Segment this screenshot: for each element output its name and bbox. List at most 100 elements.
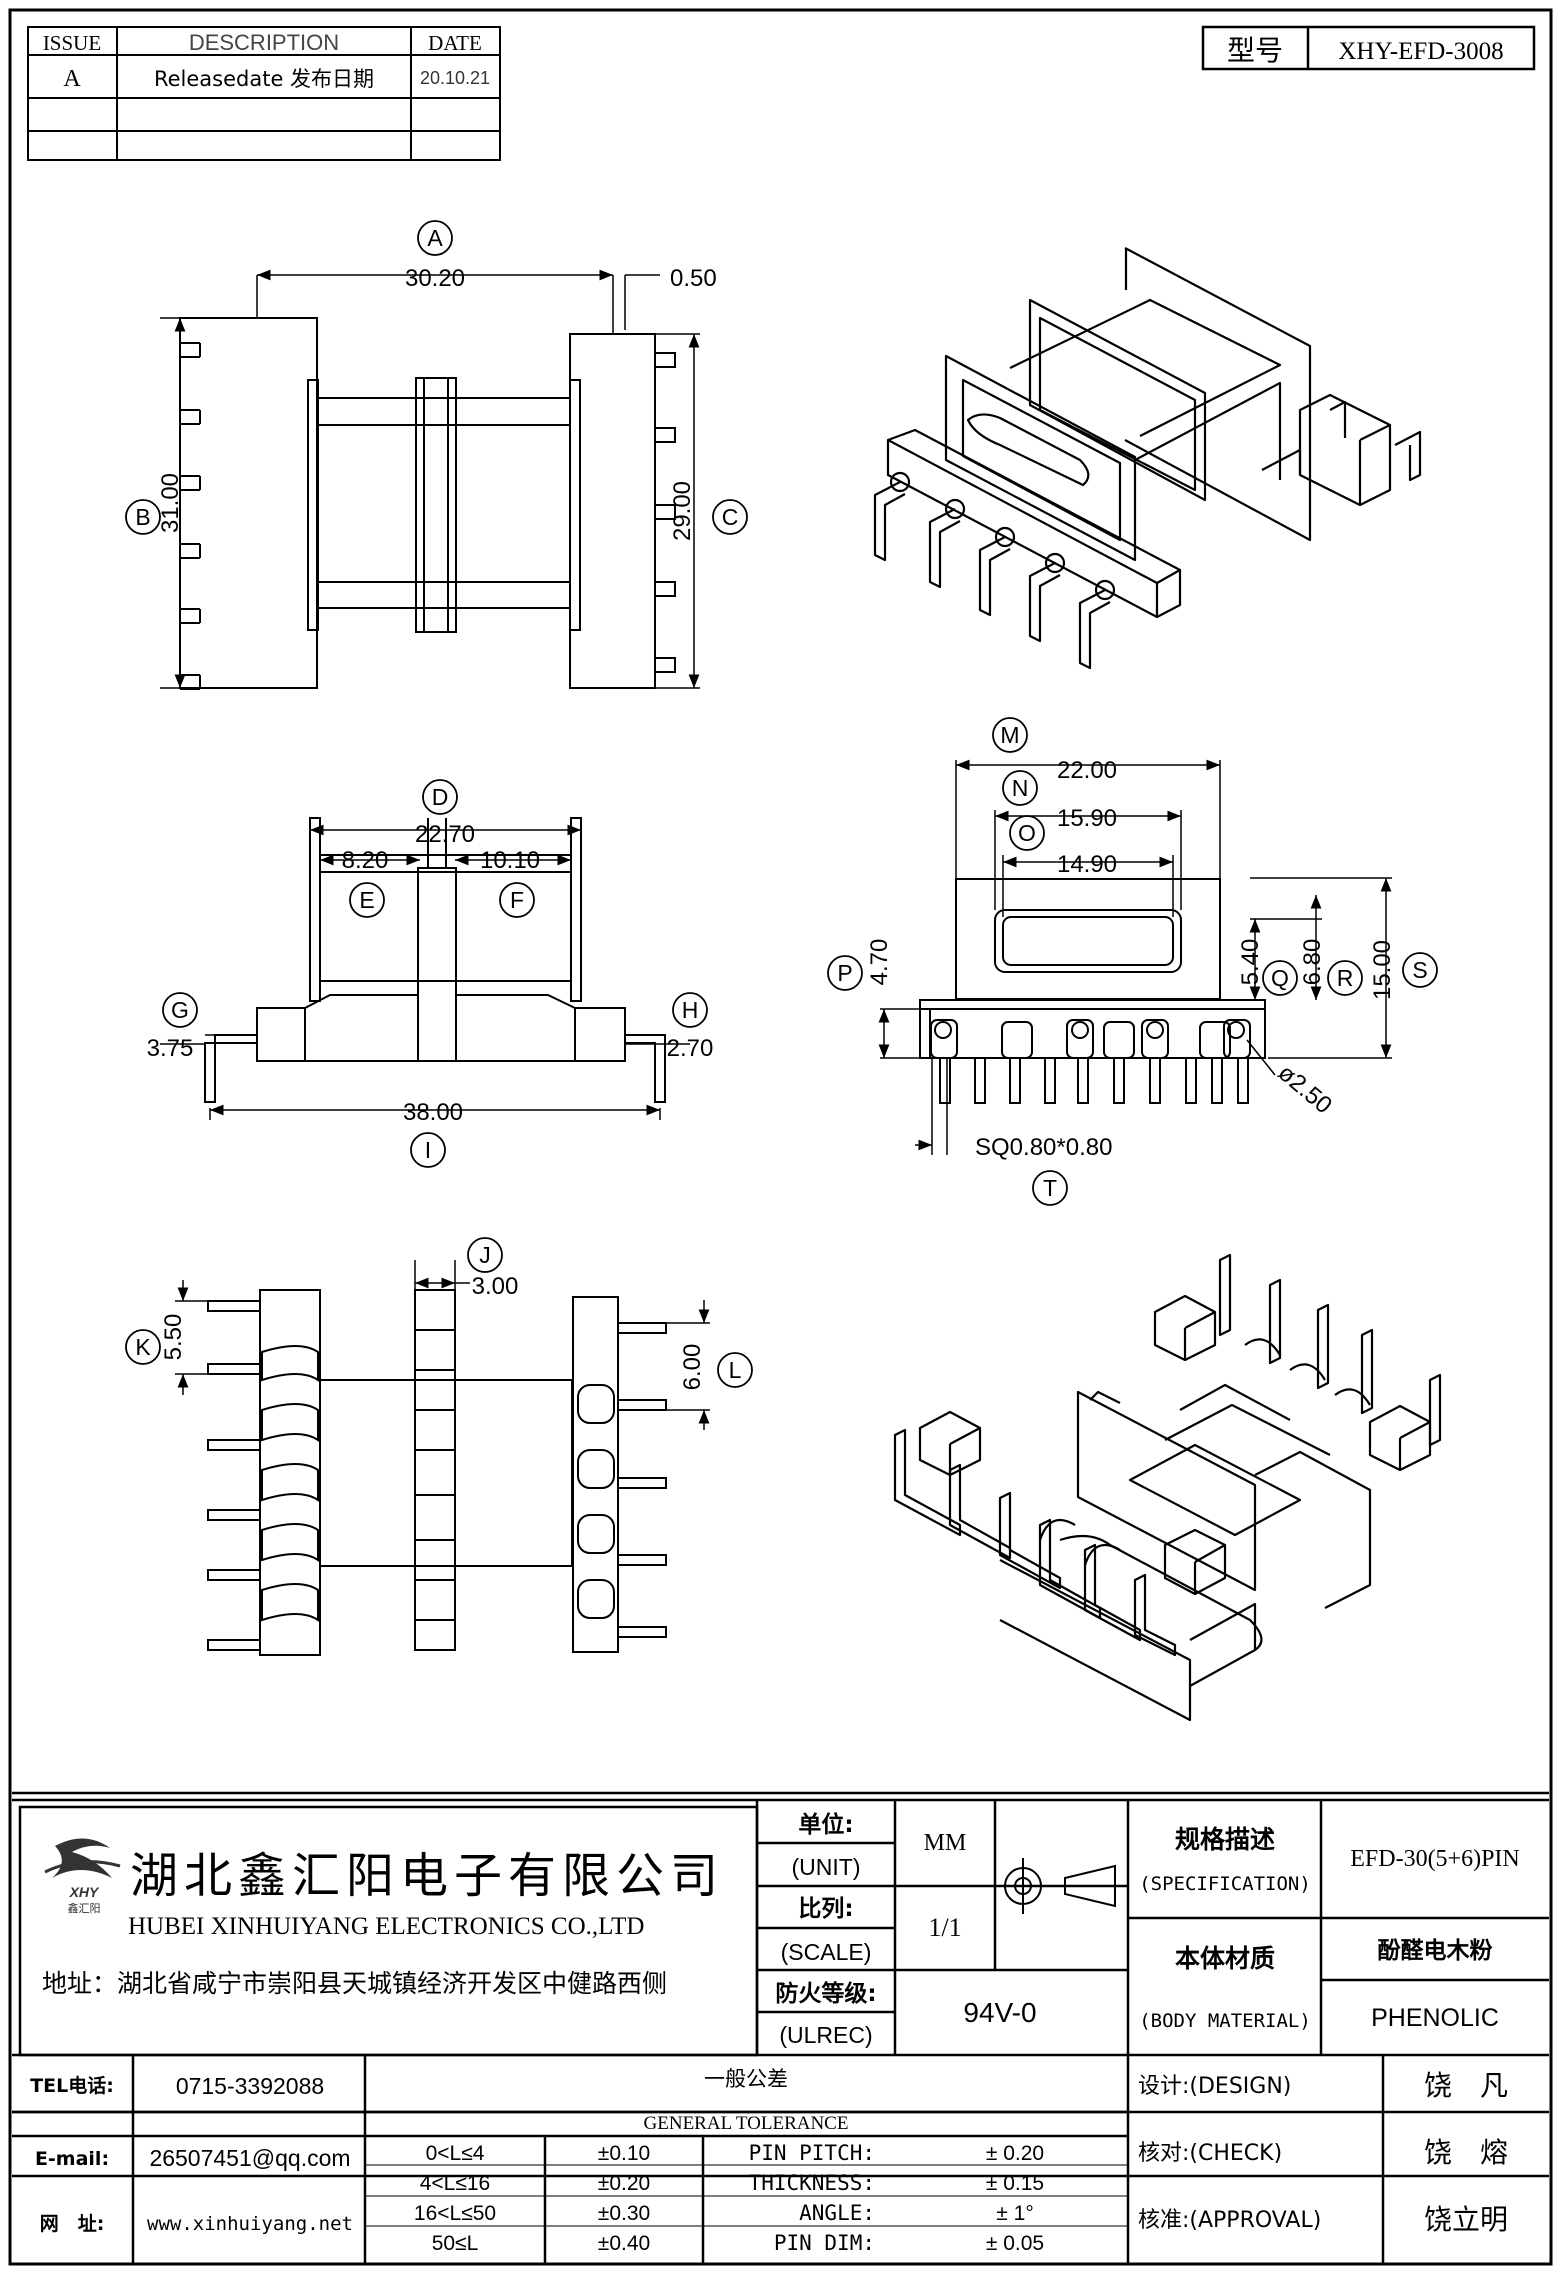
callout-s: S bbox=[1402, 952, 1438, 988]
iso-view-bottom bbox=[893, 1253, 1442, 1722]
dim-a: 30.20 bbox=[405, 265, 465, 292]
tolerance-range: 4<L≤16 bbox=[420, 2172, 491, 2195]
dim-o: 14.90 bbox=[1057, 851, 1117, 878]
bottom-view-dimensions bbox=[175, 1260, 710, 1430]
dim-m: 22.00 bbox=[1057, 757, 1117, 784]
tolerance-value: ±0.40 bbox=[598, 2232, 650, 2255]
svg-text:XHY: XHY bbox=[69, 1884, 100, 1900]
signoff-label: 设计:(DESIGN) bbox=[1138, 2074, 1291, 2099]
svg-text:T: T bbox=[1043, 1175, 1057, 1201]
dim-t: SQ0.80*0.80 bbox=[975, 1134, 1112, 1161]
projection-symbol-icon bbox=[995, 1858, 1116, 1914]
callout-p: P bbox=[827, 955, 863, 991]
rev-row-issue: A bbox=[63, 66, 81, 92]
tolerance-extra-label: ANGLE: bbox=[799, 2201, 875, 2225]
svg-text:C: C bbox=[722, 504, 739, 530]
bottom-view bbox=[207, 1289, 667, 1656]
email-value: 26507451@qq.com bbox=[149, 2145, 350, 2171]
rev-row-date: 20.10.21 bbox=[420, 68, 490, 88]
material-label-en: (BODY MATERIAL) bbox=[1139, 2010, 1311, 2032]
web-value: www.xinhuiyang.net bbox=[147, 2213, 353, 2235]
unit-label-en: (UNIT) bbox=[792, 1854, 861, 1880]
callout-d: D bbox=[422, 779, 458, 815]
svg-text:J: J bbox=[479, 1242, 491, 1268]
tel-label: TEL电话: bbox=[30, 2074, 114, 2097]
tolerance-range: 50≤L bbox=[432, 2232, 479, 2255]
side-view-dimensions bbox=[878, 759, 1392, 1155]
callout-m: M bbox=[992, 717, 1028, 753]
svg-text:D: D bbox=[432, 784, 449, 810]
tolerance-value: ±0.30 bbox=[598, 2202, 650, 2225]
tolerance-range: 0<L≤4 bbox=[426, 2142, 485, 2165]
svg-text:K: K bbox=[135, 1334, 151, 1360]
dim-b: 31.00 bbox=[157, 473, 184, 533]
spec-label-en: (SPECIFICATION) bbox=[1139, 1873, 1311, 1895]
model-box bbox=[1201, 25, 1536, 71]
dim-p: 4.70 bbox=[866, 939, 893, 986]
tolerance-extra-value: ± 0.05 bbox=[986, 2232, 1044, 2255]
callout-g: G bbox=[162, 992, 198, 1028]
model-label: 型号 bbox=[1227, 34, 1283, 67]
callout-k: K bbox=[125, 1329, 161, 1365]
dim-f: 10.10 bbox=[480, 847, 540, 874]
tolerance-extra-value: ± 0.15 bbox=[986, 2172, 1044, 2195]
tolerance-extra-label: PIN PITCH: bbox=[749, 2141, 875, 2165]
svg-text:A: A bbox=[427, 225, 443, 251]
top-view bbox=[179, 317, 676, 690]
signoff-rows: 设计:(DESIGN)饶 凡核对:(CHECK)饶 熔核准:(APPROVAL)… bbox=[1138, 2070, 1508, 2236]
dim-g: 3.75 bbox=[147, 1035, 194, 1062]
callout-b: B bbox=[125, 499, 161, 535]
callout-l: L bbox=[717, 1352, 753, 1388]
model-value: XHY-EFD-3008 bbox=[1338, 38, 1503, 65]
email-label: E-mail: bbox=[35, 2148, 109, 2170]
spec-label-cn: 规格描述 bbox=[1175, 1825, 1275, 1854]
callout-f: F bbox=[499, 882, 535, 918]
material-label-cn: 本体材质 bbox=[1175, 1944, 1275, 1973]
callout-e: E bbox=[349, 882, 385, 918]
tolerance-rows: 0<L≤4±0.104<L≤16±0.2016<L≤50±0.3050≤L±0.… bbox=[414, 2141, 1044, 2255]
tolerance-extra-label: THICKNESS: bbox=[749, 2171, 875, 2195]
svg-text:E: E bbox=[359, 887, 374, 913]
callout-n: N bbox=[1002, 770, 1038, 806]
callout-i: I bbox=[410, 1132, 446, 1168]
scale-label-en: (SCALE) bbox=[781, 1939, 872, 1965]
svg-text:B: B bbox=[135, 504, 150, 530]
dim-d: 22.70 bbox=[415, 821, 475, 848]
scale-label-cn: 比列: bbox=[798, 1896, 853, 1922]
ulrec-value: 94V-0 bbox=[963, 1997, 1036, 2028]
callout-r: R bbox=[1327, 960, 1363, 996]
callout-a: A bbox=[417, 220, 453, 256]
dim-h: 2.70 bbox=[667, 1035, 714, 1062]
unit-label-cn: 单位: bbox=[798, 1811, 853, 1838]
svg-text:鑫汇阳: 鑫汇阳 bbox=[68, 1901, 101, 1915]
dim-q: 5.40 bbox=[1237, 939, 1264, 986]
rev-header-issue: ISSUE bbox=[43, 31, 101, 55]
svg-text:O: O bbox=[1018, 820, 1036, 846]
company-logo: XHY 鑫汇阳 bbox=[44, 1838, 121, 1915]
top-view-dimensions bbox=[160, 269, 700, 689]
svg-text:L: L bbox=[729, 1357, 742, 1383]
tolerance-value: ±0.20 bbox=[598, 2172, 650, 2195]
unit-value: MM bbox=[924, 1830, 967, 1856]
iso-view-top bbox=[873, 247, 1422, 670]
material-value-cn: 酚醛电木粉 bbox=[1378, 1938, 1493, 1964]
tolerance-extra-label: PIN DIM: bbox=[774, 2231, 875, 2255]
rev-row-description: Releasedate 发布日期 bbox=[154, 67, 374, 91]
dim-c: 29.00 bbox=[669, 481, 696, 541]
tolerance-extra-value: ± 0.20 bbox=[986, 2142, 1044, 2165]
callout-j: J bbox=[467, 1237, 503, 1273]
material-value-en: PHENOLIC bbox=[1371, 2004, 1499, 2032]
signoff-label: 核对:(CHECK) bbox=[1138, 2141, 1282, 2166]
sheet-border bbox=[8, 8, 1553, 2266]
front-view bbox=[204, 817, 666, 1103]
company-name-en: HUBEI XINHUIYANG ELECTRONICS CO.,LTD bbox=[128, 1913, 644, 1940]
company-name-cn: 湖北鑫汇阳电子有限公司 bbox=[130, 1850, 724, 1903]
scale-value: 1/1 bbox=[928, 1913, 961, 1942]
callout-c: C bbox=[712, 499, 748, 535]
rev-header-description: DESCRIPTION bbox=[189, 30, 339, 55]
svg-text:N: N bbox=[1012, 775, 1029, 801]
front-view-dimensions bbox=[160, 818, 690, 1120]
ulrec-label-cn: 防火等级: bbox=[775, 1980, 876, 2007]
tel-value: 0715-3392088 bbox=[176, 2073, 324, 2099]
